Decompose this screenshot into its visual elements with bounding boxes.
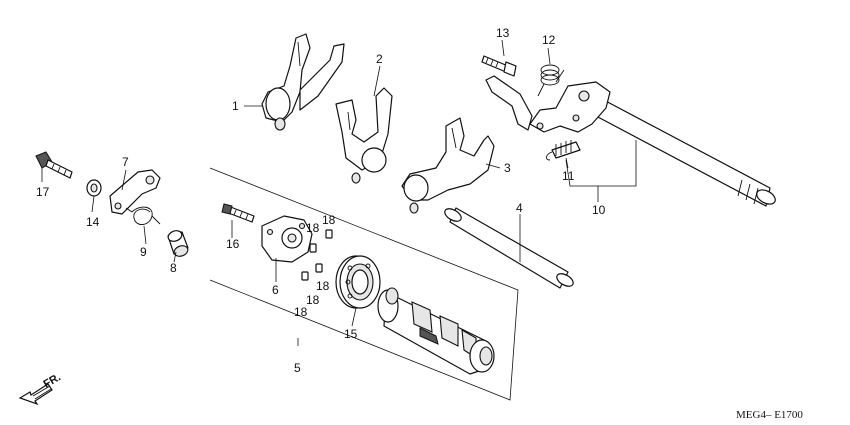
callout-16: 16 [226,237,240,251]
diagram-code: MEG4– E1700 [736,409,803,421]
callout-18-b: 18 [322,213,336,227]
gearshift-spindle-10 [485,75,776,207]
callout-15: 15 [344,327,358,341]
shift-fork-1 [261,33,345,131]
shift-fork-2 [335,87,393,184]
shift-drum [377,287,495,375]
stopper-arm-7 [109,169,161,215]
callout-11: 11 [562,169,575,183]
fork-shaft-4 [444,207,574,289]
drum-assembly-frame-5 [209,167,519,401]
callout-18-a: 18 [306,221,320,235]
stopper-spring-9 [125,206,161,225]
bolt-16 [221,203,255,223]
bolt-17 [35,151,73,179]
shift-fork-3 [401,117,495,214]
callout-labels: 1 2 3 4 5 6 7 8 9 10 11 12 13 14 15 16 1… [36,26,606,375]
callout-4: 4 [516,201,523,215]
callout-6: 6 [272,283,279,297]
direction-label: FR. [42,371,63,390]
callout-2: 2 [376,52,383,66]
callout-17: 17 [36,185,50,199]
callout-18-d: 18 [294,305,308,319]
callout-9: 9 [140,245,147,259]
callout-5: 5 [294,361,301,375]
callout-14: 14 [86,215,100,229]
bearing-15 [335,255,381,309]
spring-12 [537,64,565,97]
return-spring-11 [545,140,581,161]
bolt-13 [481,55,517,77]
callout-13: 13 [496,26,510,40]
front-direction-arrow-icon [18,383,53,406]
leader-lines [41,39,637,346]
callout-8: 8 [170,261,177,275]
stopper-plate-6 [261,215,313,263]
callout-12: 12 [542,33,556,47]
callout-3: 3 [504,161,511,175]
callout-18-e: 18 [306,293,320,307]
callout-1: 1 [232,99,239,113]
callout-10: 10 [592,203,606,217]
callout-7: 7 [122,155,129,169]
callout-18-c: 18 [316,279,330,293]
dowel-pins-18 [301,229,333,281]
collar-8 [167,230,189,257]
washer-14 [86,179,102,197]
